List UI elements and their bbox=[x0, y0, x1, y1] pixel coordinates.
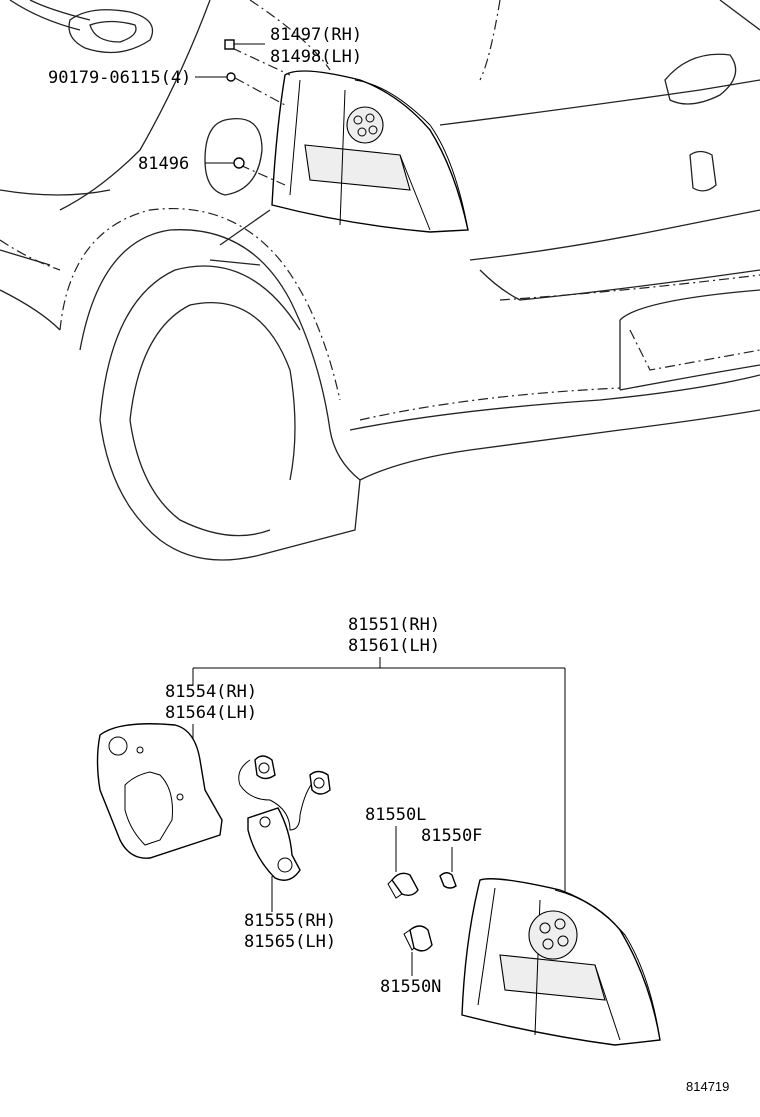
callout-nut: 90179-06115(4) bbox=[48, 68, 191, 88]
lamp-gasket bbox=[96, 723, 223, 859]
callout-bulb-f: 81550F bbox=[421, 826, 482, 846]
callout-socket-rh: 81555(RH) bbox=[244, 911, 336, 931]
bulb-f-icon bbox=[439, 872, 457, 889]
diagram-code: 814719 bbox=[686, 1079, 729, 1094]
callout-bulb-l: 81550L bbox=[365, 805, 426, 825]
callout-assembly-lh: 81561(LH) bbox=[348, 636, 440, 656]
bulb-l-icon bbox=[387, 872, 419, 899]
callout-gasket-rh: 81554(RH) bbox=[165, 682, 257, 702]
callout-seal: 81496 bbox=[138, 154, 189, 174]
callout-clip-lh: 81498(LH) bbox=[270, 47, 362, 67]
callout-gasket-lh: 81564(LH) bbox=[165, 703, 257, 723]
callout-assembly-rh: 81551(RH) bbox=[348, 615, 440, 635]
clip-icon bbox=[224, 39, 235, 50]
callout-socket-lh: 81565(LH) bbox=[244, 932, 336, 952]
nut-icon bbox=[226, 72, 236, 82]
vehicle-rear-illustration bbox=[0, 0, 760, 561]
bulb-n-icon bbox=[403, 925, 433, 952]
callout-bulb-n: 81550N bbox=[380, 977, 441, 997]
rear-combination-lamp bbox=[461, 878, 661, 1046]
seal-icon bbox=[233, 157, 245, 169]
callout-clip-rh: 81497(RH) bbox=[270, 25, 362, 45]
socket-and-wire bbox=[238, 755, 331, 881]
